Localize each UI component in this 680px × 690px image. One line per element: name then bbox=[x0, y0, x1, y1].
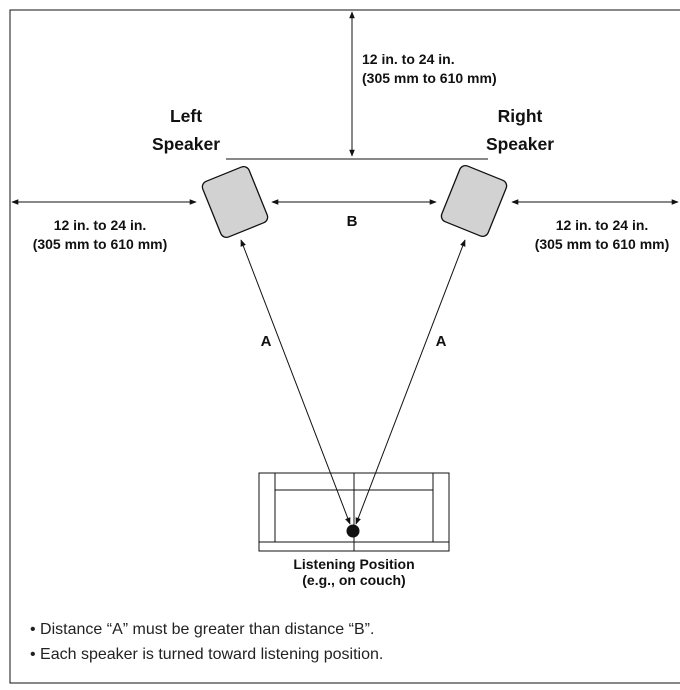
room-outline bbox=[9, 9, 680, 684]
top-gap-label-line2: (305 mm to 610 mm) bbox=[362, 70, 497, 86]
note-speaker-angle: • Each speaker is turned toward listenin… bbox=[30, 646, 383, 663]
distance-a-right-label: A bbox=[436, 333, 447, 350]
right-gap-label-line2: (305 mm to 610 mm) bbox=[535, 236, 670, 252]
listening-label-line2: (e.g., on couch) bbox=[302, 572, 405, 588]
listening-label-line1: Listening Position bbox=[293, 556, 414, 572]
top-gap-label-line1: 12 in. to 24 in. bbox=[362, 51, 455, 67]
left-gap-label-line2: (305 mm to 610 mm) bbox=[33, 236, 168, 252]
right-gap-label-line1: 12 in. to 24 in. bbox=[556, 217, 649, 233]
distance-b-label: B bbox=[347, 213, 358, 230]
couch bbox=[258, 472, 450, 552]
left-speaker bbox=[201, 165, 269, 239]
distance-a-left-arrow bbox=[240, 239, 351, 525]
distance-a-right-arrow bbox=[355, 239, 466, 525]
right-speaker-label-line2: Speaker bbox=[486, 134, 554, 154]
note-distance: • Distance “A” must be greater than dist… bbox=[30, 621, 374, 638]
listening-position-dot bbox=[346, 524, 360, 538]
right-speaker bbox=[440, 164, 508, 238]
distance-a-left-label: A bbox=[261, 333, 272, 350]
left-speaker-label-line1: Left bbox=[170, 106, 202, 126]
right-speaker-label-line1: Right bbox=[498, 106, 543, 126]
left-speaker-label-line2: Speaker bbox=[152, 134, 220, 154]
left-gap-label-line1: 12 in. to 24 in. bbox=[54, 217, 147, 233]
